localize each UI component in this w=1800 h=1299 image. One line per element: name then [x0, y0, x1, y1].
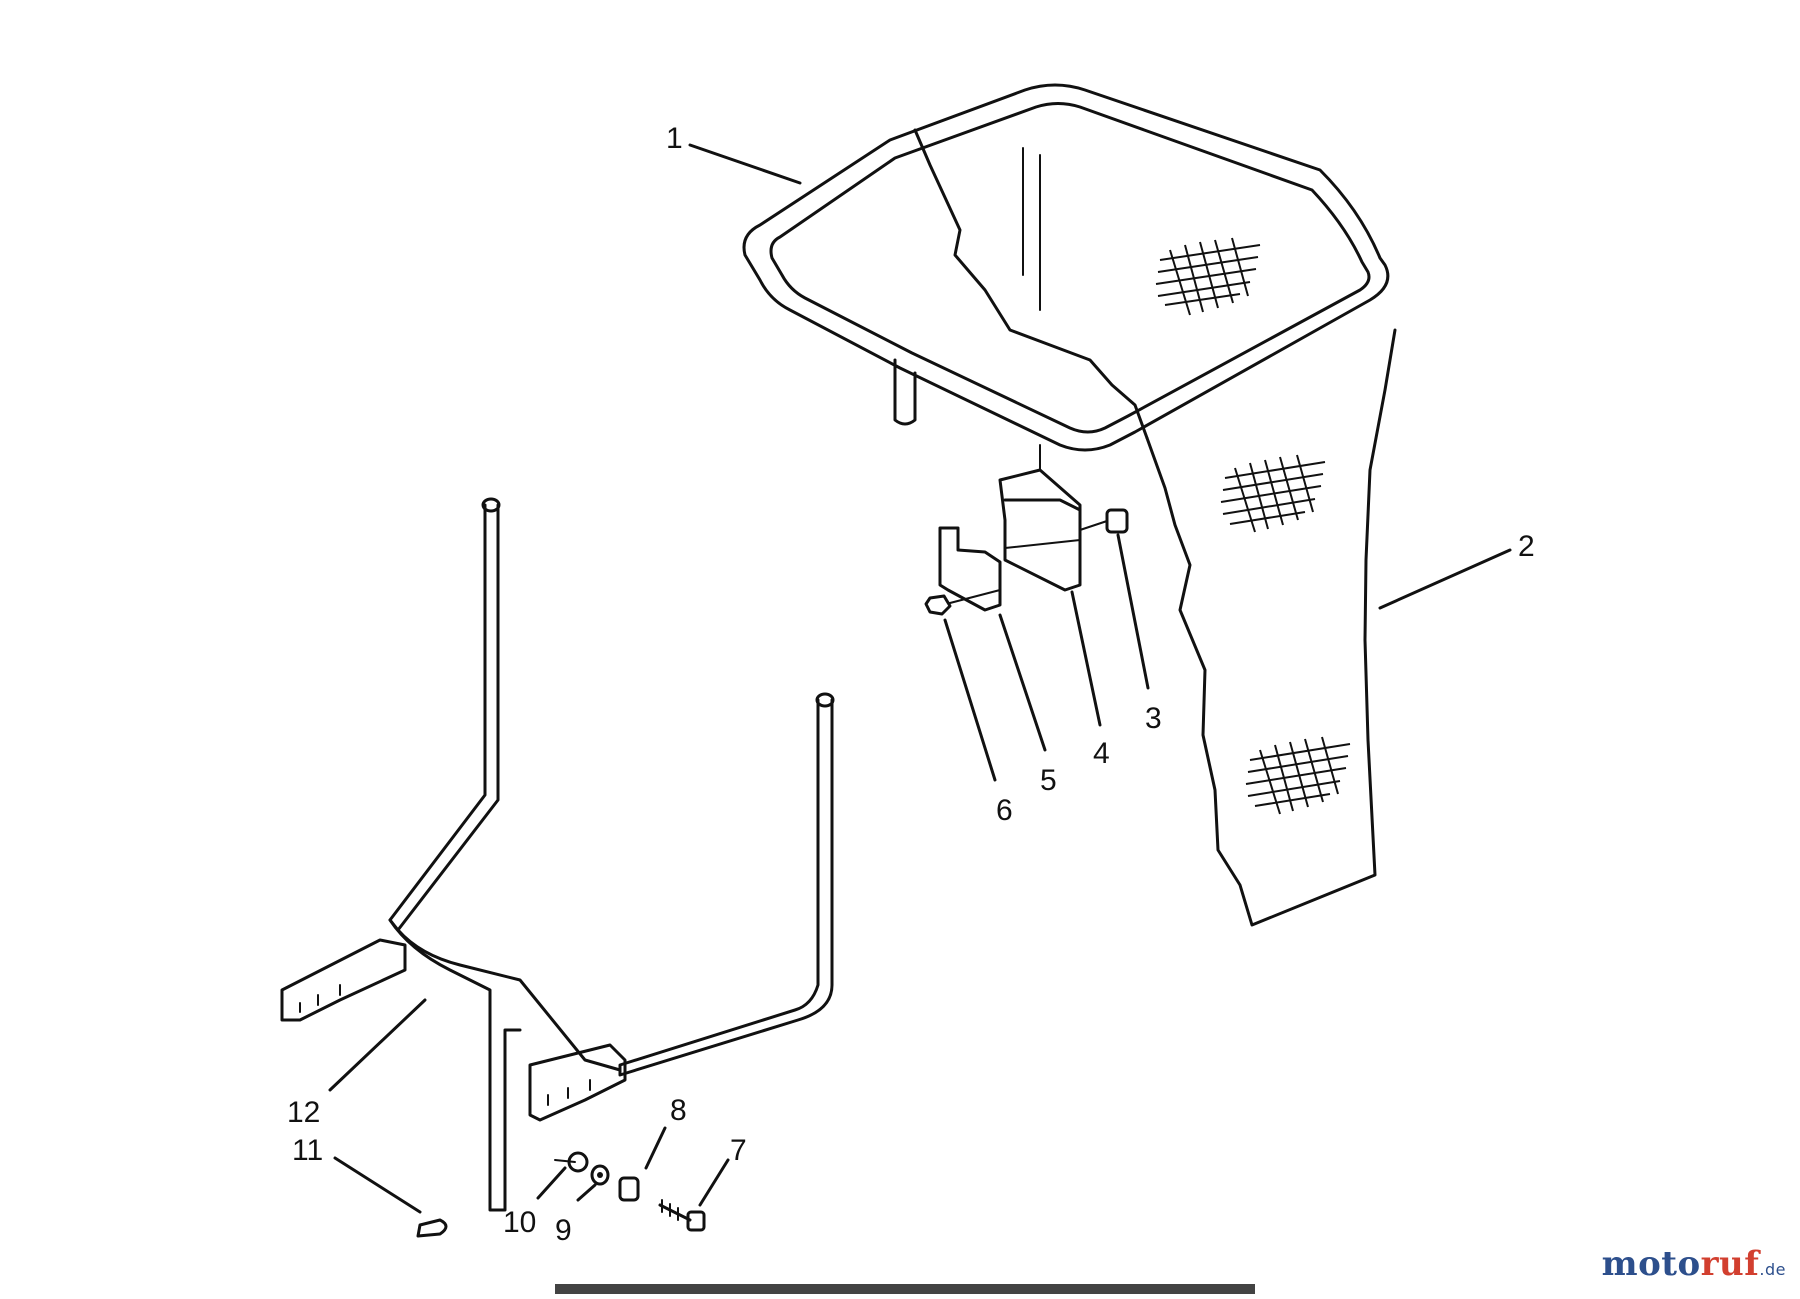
mesh-patch-top [1155, 237, 1261, 316]
watermark-tld: .de [1759, 1260, 1786, 1279]
mounting-hardware [416, 1151, 706, 1238]
leader-7 [698, 1158, 730, 1207]
callout-12: 12 [287, 1096, 320, 1129]
callout-7: 7 [730, 1134, 747, 1167]
nut-part-6 [924, 589, 1001, 616]
bracket-assembly [924, 444, 1129, 616]
callout-5: 5 [1040, 764, 1057, 797]
handle-frame [280, 497, 835, 1212]
leader-12 [328, 998, 427, 1092]
spacer-part-8 [618, 1176, 640, 1202]
leader-5 [998, 613, 1047, 752]
callouts: 1 2 3 4 5 6 7 8 9 10 11 12 [287, 122, 1535, 1247]
leader-6 [943, 618, 997, 782]
leader-2 [1378, 548, 1512, 610]
watermark-part-2: ruf [1700, 1244, 1760, 1284]
leader-lines [328, 143, 1512, 1214]
callout-10: 10 [503, 1206, 536, 1239]
grass-bag-frame [742, 83, 1390, 452]
washer-part-9 [590, 1164, 610, 1186]
grass-bag [913, 128, 1397, 927]
leader-10 [536, 1166, 567, 1200]
leader-11 [333, 1156, 422, 1214]
bolt-part-3 [1079, 508, 1129, 534]
leader-8 [644, 1126, 667, 1170]
callout-2: 2 [1518, 530, 1535, 563]
watermark-part-1: moto [1601, 1244, 1701, 1284]
mesh-patch-middle [1220, 454, 1326, 533]
callout-1: 1 [666, 122, 683, 155]
leader-3 [1116, 533, 1150, 690]
leader-1 [688, 143, 802, 185]
mesh-patch-bottom [1245, 736, 1351, 815]
callout-9: 9 [555, 1214, 572, 1247]
callout-3: 3 [1145, 702, 1162, 735]
cutoff-heading [555, 1284, 1255, 1294]
callout-11: 11 [292, 1134, 323, 1167]
hairpin-clip [416, 1218, 448, 1238]
callout-6: 6 [996, 794, 1013, 827]
leader-9 [576, 1183, 597, 1202]
bolt-part-7 [658, 1199, 706, 1232]
callout-4: 4 [1093, 737, 1110, 770]
leader-4 [1070, 590, 1102, 727]
watermark-logo: motoruf.de [1602, 1244, 1786, 1284]
callout-8: 8 [670, 1094, 687, 1127]
